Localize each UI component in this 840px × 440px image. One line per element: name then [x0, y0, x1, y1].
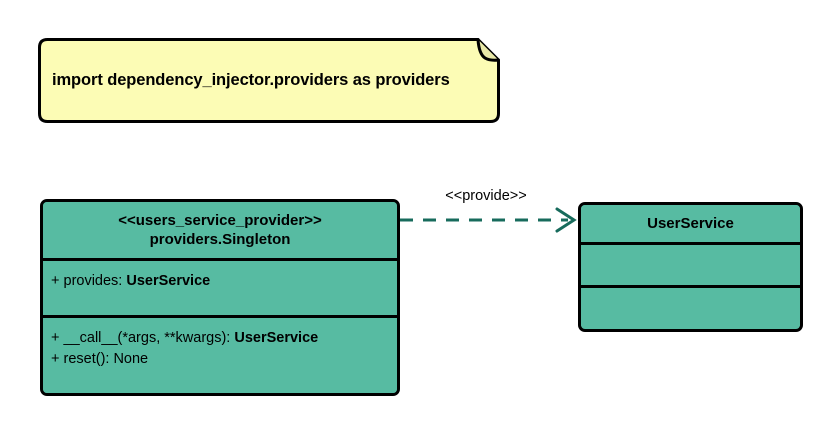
arrowhead-open-icon: [555, 207, 577, 233]
class-stereotype-provider: <<users_service_provider>>: [118, 211, 322, 229]
class-header-provider: <<users_service_provider>> providers.Sin…: [43, 202, 397, 258]
class-header-user-service: UserService: [581, 205, 800, 242]
attribute-label: provides:: [63, 273, 123, 289]
class-box-user-service[interactable]: UserService: [578, 202, 803, 332]
class-operations-user-service: [581, 285, 800, 326]
class-attributes-user-service: [581, 242, 800, 285]
operation-type: UserService: [234, 330, 319, 346]
attribute-row: + provides: UserService: [51, 271, 397, 292]
operation-label: reset():: [63, 350, 110, 367]
note-import-statement[interactable]: import dependency_injector.providers as …: [38, 38, 500, 123]
relationship-label-provide: <<provide>>: [445, 188, 527, 204]
class-attributes-provider: + provides: UserService: [43, 258, 397, 315]
class-name-provider: providers.Singleton: [149, 231, 291, 248]
class-box-users-service-provider[interactable]: <<users_service_provider>> providers.Sin…: [40, 199, 400, 396]
class-operations-provider: + __call__(*args, **kwargs): UserService…: [43, 315, 397, 393]
operation-row: + __call__(*args, **kwargs): UserService: [51, 328, 397, 349]
class-name-user-service: UserService: [647, 214, 734, 232]
relationship-arrow-provide[interactable]: [396, 182, 586, 234]
operation-type: None: [113, 350, 149, 367]
attribute-visibility: +: [51, 273, 60, 289]
operation-row: + reset(): None: [51, 349, 397, 370]
note-text: import dependency_injector.providers as …: [52, 71, 450, 89]
note-shape: [38, 38, 500, 123]
attribute-type: UserService: [126, 273, 211, 289]
operation-visibility: +: [51, 330, 60, 346]
operation-visibility: +: [51, 350, 60, 367]
operation-label: __call__(*args, **kwargs):: [63, 330, 231, 346]
